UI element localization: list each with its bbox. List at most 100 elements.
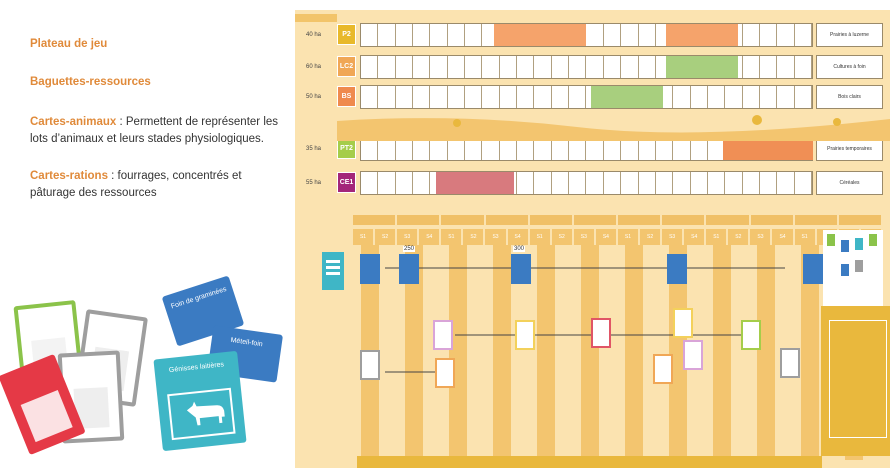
strip-cell[interactable] bbox=[708, 172, 726, 194]
strip-cell[interactable] bbox=[378, 172, 396, 194]
strip-cell[interactable] bbox=[795, 24, 812, 46]
strip-cell[interactable] bbox=[569, 138, 587, 160]
strip-cell[interactable] bbox=[517, 172, 535, 194]
strip-cell[interactable] bbox=[795, 172, 812, 194]
ration-token[interactable] bbox=[803, 254, 823, 284]
strip-cell[interactable] bbox=[673, 138, 691, 160]
strip-cell[interactable] bbox=[708, 86, 726, 108]
strip-cell[interactable] bbox=[552, 86, 570, 108]
strip-cell[interactable] bbox=[656, 86, 674, 108]
resource-block[interactable] bbox=[494, 24, 586, 46]
strip-cell[interactable] bbox=[586, 172, 604, 194]
strip-cell[interactable] bbox=[482, 56, 500, 78]
strip-cell[interactable] bbox=[378, 86, 396, 108]
strip-cell[interactable] bbox=[621, 24, 639, 46]
strip-cell[interactable] bbox=[396, 86, 414, 108]
strip-cell[interactable] bbox=[517, 138, 535, 160]
strip-cell[interactable] bbox=[639, 24, 656, 46]
strip-cell[interactable] bbox=[795, 56, 812, 78]
strip-cell[interactable] bbox=[534, 86, 552, 108]
resource-block[interactable] bbox=[591, 86, 663, 108]
strip-cell[interactable] bbox=[656, 172, 674, 194]
ration-token[interactable] bbox=[399, 254, 419, 284]
strip-cell[interactable] bbox=[361, 56, 379, 78]
strip-cell[interactable] bbox=[413, 24, 431, 46]
strip-cell[interactable] bbox=[482, 86, 500, 108]
strip-cell[interactable] bbox=[361, 24, 379, 46]
strip-cell[interactable] bbox=[517, 86, 535, 108]
strip-cell[interactable] bbox=[604, 172, 622, 194]
animal-token[interactable] bbox=[683, 340, 703, 370]
strip-cell[interactable] bbox=[777, 172, 795, 194]
strip-cell[interactable] bbox=[586, 24, 604, 46]
strip-cell[interactable] bbox=[725, 172, 743, 194]
strip-cell[interactable] bbox=[396, 56, 414, 78]
strip-cell[interactable] bbox=[448, 56, 466, 78]
strip-cell[interactable] bbox=[430, 86, 448, 108]
strip-cell[interactable] bbox=[413, 56, 431, 78]
animal-token[interactable] bbox=[673, 308, 693, 338]
strip-cell[interactable] bbox=[396, 172, 414, 194]
strip-cell[interactable] bbox=[743, 24, 760, 46]
strip-cell[interactable] bbox=[621, 172, 639, 194]
strip-cell[interactable] bbox=[361, 172, 379, 194]
strip-cell[interactable] bbox=[691, 86, 708, 108]
strip-cell[interactable] bbox=[760, 24, 778, 46]
ration-token[interactable] bbox=[511, 254, 531, 284]
strip-cell[interactable] bbox=[378, 56, 396, 78]
strip-cell[interactable] bbox=[500, 56, 518, 78]
resource-block[interactable] bbox=[436, 172, 514, 194]
strip-cell[interactable] bbox=[743, 172, 760, 194]
ration-token[interactable] bbox=[667, 254, 687, 284]
strip-cell[interactable] bbox=[604, 138, 622, 160]
strip-cell[interactable] bbox=[465, 86, 483, 108]
strip-cell[interactable] bbox=[725, 24, 743, 46]
strip-cell[interactable] bbox=[552, 138, 570, 160]
strip-cell[interactable] bbox=[534, 138, 552, 160]
strip-cell[interactable] bbox=[621, 138, 639, 160]
strip-cell[interactable] bbox=[604, 56, 622, 78]
strip-cell[interactable] bbox=[448, 138, 466, 160]
strip-cell[interactable] bbox=[534, 56, 552, 78]
strip-cell[interactable] bbox=[500, 172, 518, 194]
strip-cell[interactable] bbox=[656, 138, 674, 160]
strip-cell[interactable] bbox=[396, 138, 414, 160]
strip-cell[interactable] bbox=[777, 86, 795, 108]
resource-block[interactable] bbox=[723, 138, 813, 160]
animal-token[interactable] bbox=[780, 348, 800, 378]
strip-cell[interactable] bbox=[673, 172, 691, 194]
strip-cell[interactable] bbox=[534, 172, 552, 194]
strip-cell[interactable] bbox=[777, 24, 795, 46]
strip-cell[interactable] bbox=[760, 86, 778, 108]
strip-cell[interactable] bbox=[569, 172, 587, 194]
strip-cell[interactable] bbox=[604, 24, 622, 46]
strip-cell[interactable] bbox=[673, 86, 691, 108]
strip-cell[interactable] bbox=[586, 138, 604, 160]
strip-cell[interactable] bbox=[413, 138, 431, 160]
strip-cell[interactable] bbox=[448, 24, 466, 46]
strip-cell[interactable] bbox=[639, 172, 656, 194]
strip-cell[interactable] bbox=[465, 138, 483, 160]
strip-cell[interactable] bbox=[569, 56, 587, 78]
strip-cell[interactable] bbox=[430, 138, 448, 160]
strip-cell[interactable] bbox=[777, 56, 795, 78]
strip-cell[interactable] bbox=[430, 56, 448, 78]
resource-block[interactable] bbox=[666, 56, 738, 78]
animal-token[interactable] bbox=[435, 358, 455, 388]
animal-token[interactable] bbox=[360, 350, 380, 380]
strip-cell[interactable] bbox=[552, 56, 570, 78]
strip-cell[interactable] bbox=[639, 138, 656, 160]
strip-cell[interactable] bbox=[430, 24, 448, 46]
strip-cell[interactable] bbox=[743, 56, 760, 78]
strip-cell[interactable] bbox=[569, 86, 587, 108]
strip-cell[interactable] bbox=[691, 138, 708, 160]
animal-token[interactable] bbox=[515, 320, 535, 350]
animal-token[interactable] bbox=[653, 354, 673, 384]
strip-cell[interactable] bbox=[500, 138, 518, 160]
strip-cell[interactable] bbox=[639, 56, 656, 78]
ration-token[interactable] bbox=[360, 254, 380, 284]
strip-cell[interactable] bbox=[795, 86, 812, 108]
strip-cell[interactable] bbox=[361, 86, 379, 108]
strip-cell[interactable] bbox=[621, 56, 639, 78]
strip-cell[interactable] bbox=[691, 172, 708, 194]
